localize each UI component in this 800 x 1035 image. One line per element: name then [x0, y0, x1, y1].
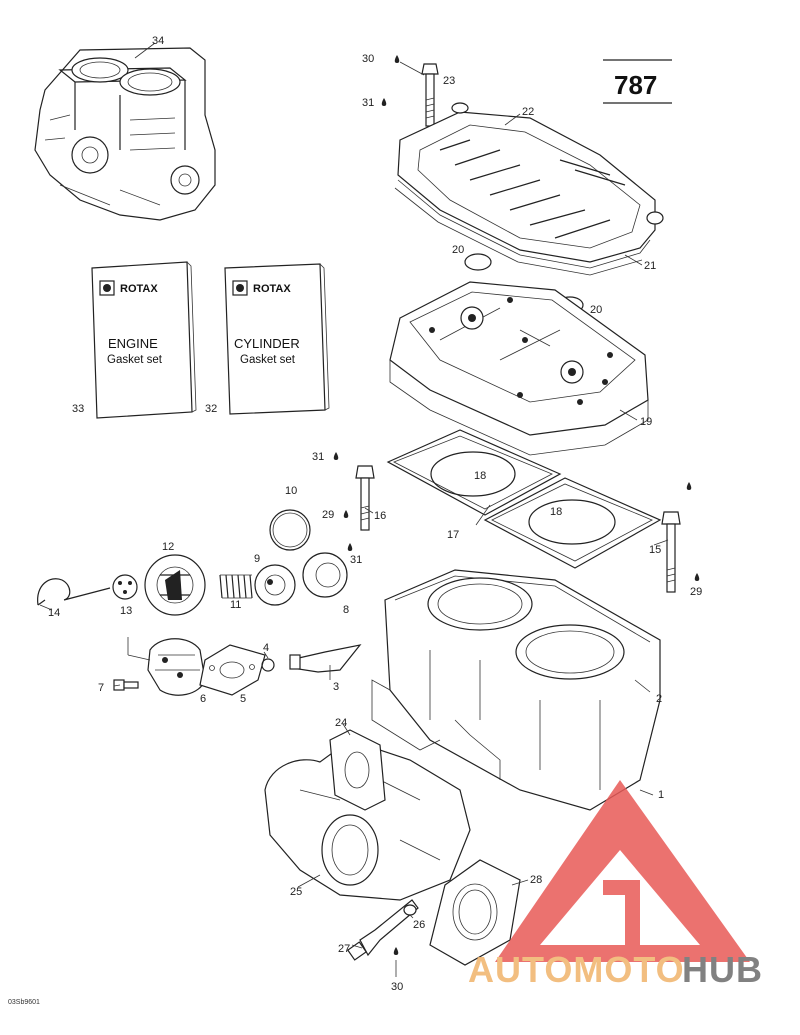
bolt-23-illustration — [421, 63, 439, 127]
head-cover-22-illustration — [397, 102, 664, 263]
clip-14-hook — [37, 599, 46, 606]
part-3-illustration — [289, 644, 362, 673]
diagram-id: 787 — [614, 70, 657, 100]
callout-18-b: 18 — [550, 506, 562, 518]
callout-24: 24 — [335, 717, 347, 729]
cylinder-gasket-book-text: ROTAX CYLINDER Gasket set 32 — [205, 283, 300, 415]
washer-26-illustration — [403, 904, 417, 916]
callout-2: 2 — [656, 693, 662, 705]
callout-4: 4 — [263, 642, 269, 654]
gasket-24-illustration — [329, 729, 386, 811]
bolt-15-illustration — [661, 511, 681, 593]
bolt-27-illustration — [346, 899, 419, 961]
gasket-28-illustration — [429, 859, 521, 966]
callout-20-a: 20 — [452, 244, 464, 256]
lubricant-drops — [333, 55, 700, 955]
bolt-16-illustration — [355, 465, 375, 531]
clip-14-illustration — [37, 578, 111, 606]
callout-29-right: 29 — [690, 586, 702, 598]
part-12-illustration — [144, 554, 206, 616]
cylinder-2-illustration — [371, 569, 661, 811]
engine-block-illustration — [34, 47, 216, 221]
watermark-text-hub: HUB — [682, 949, 763, 990]
drawing-code: 03Sb9601 — [8, 999, 40, 1006]
callout-9: 9 — [254, 553, 260, 565]
callout-18-a: 18 — [474, 470, 486, 482]
engine-gasket-book — [91, 261, 197, 419]
part-8-illustration — [302, 552, 348, 598]
engine-book-brand: ROTAX — [120, 283, 158, 295]
callout-15: 15 — [649, 544, 661, 556]
gasket-5-illustration — [199, 644, 266, 696]
head-gasket-17-illustration — [386, 429, 562, 516]
head-gasket-18-illustration — [483, 477, 662, 569]
callout-25: 25 — [290, 886, 302, 898]
part-13-illustration — [112, 574, 138, 600]
part-9-illustration — [254, 564, 296, 606]
callout-6: 6 — [200, 693, 206, 705]
callout-30-top: 30 — [362, 53, 374, 65]
cylinder-book-subtitle: Gasket set — [240, 354, 296, 366]
callout-29-left: 29 — [322, 509, 334, 521]
engine-book-subtitle: Gasket set — [107, 354, 163, 366]
o-ring-20a — [464, 253, 492, 271]
cylinder-gasket-book — [224, 263, 330, 415]
callout-31-left: 31 — [312, 451, 324, 463]
spring-11-illustration — [219, 574, 253, 599]
callout-34: 34 — [152, 35, 164, 47]
callout-19: 19 — [640, 416, 652, 428]
watermark-text-automoto: AUTOMOTO — [468, 949, 685, 990]
callout-1: 1 — [658, 789, 664, 801]
callout-21: 21 — [644, 260, 656, 272]
callout-14: 14 — [48, 607, 60, 619]
watermark-logo: AUTOMOTO HUB — [468, 780, 763, 990]
part-6-illustration — [147, 638, 206, 696]
callout-7: 7 — [98, 682, 104, 694]
engine-gasket-book-text: ROTAX ENGINE Gasket set 33 — [72, 283, 163, 415]
engine-book-title: ENGINE — [108, 336, 158, 351]
callout-8: 8 — [343, 604, 349, 616]
o-ring-10-illustration — [269, 509, 311, 551]
callout-17: 17 — [447, 529, 459, 541]
callout-28: 28 — [530, 874, 542, 886]
leader-lines — [39, 42, 669, 977]
callout-32: 32 — [205, 403, 217, 415]
callout-31-top: 31 — [362, 97, 374, 109]
cylinder-head-19-illustration — [389, 281, 649, 456]
callout-12: 12 — [162, 541, 174, 553]
callout-27: 27 — [338, 943, 350, 955]
callout-31-mid: 31 — [350, 554, 362, 566]
callout-5: 5 — [240, 693, 246, 705]
callout-30-bottom: 30 — [391, 981, 403, 993]
callout-33: 33 — [72, 403, 84, 415]
gasket-21-outline — [397, 179, 651, 269]
o-ring-4-illustration — [261, 658, 275, 672]
callout-11: 11 — [230, 599, 241, 611]
callout-10: 10 — [285, 485, 297, 497]
callout-16: 16 — [374, 510, 386, 522]
exhaust-manifold-25-illustration — [264, 739, 471, 901]
watermark-inner-mark — [603, 880, 640, 945]
callout-26: 26 — [413, 919, 425, 931]
watermark-triangle — [495, 780, 750, 962]
callout-3: 3 — [333, 681, 339, 693]
callout-13: 13 — [120, 605, 132, 617]
cylinder-book-brand: ROTAX — [253, 283, 291, 295]
gasket-21-inner — [394, 187, 643, 276]
callout-labels: 34 30 23 31 22 20 21 20 19 18 17 18 31 1… — [48, 35, 702, 993]
callout-23: 23 — [443, 75, 455, 87]
callout-22: 22 — [522, 106, 534, 118]
callout-20-b: 20 — [590, 304, 602, 316]
cylinder-book-title: CYLINDER — [234, 336, 300, 351]
